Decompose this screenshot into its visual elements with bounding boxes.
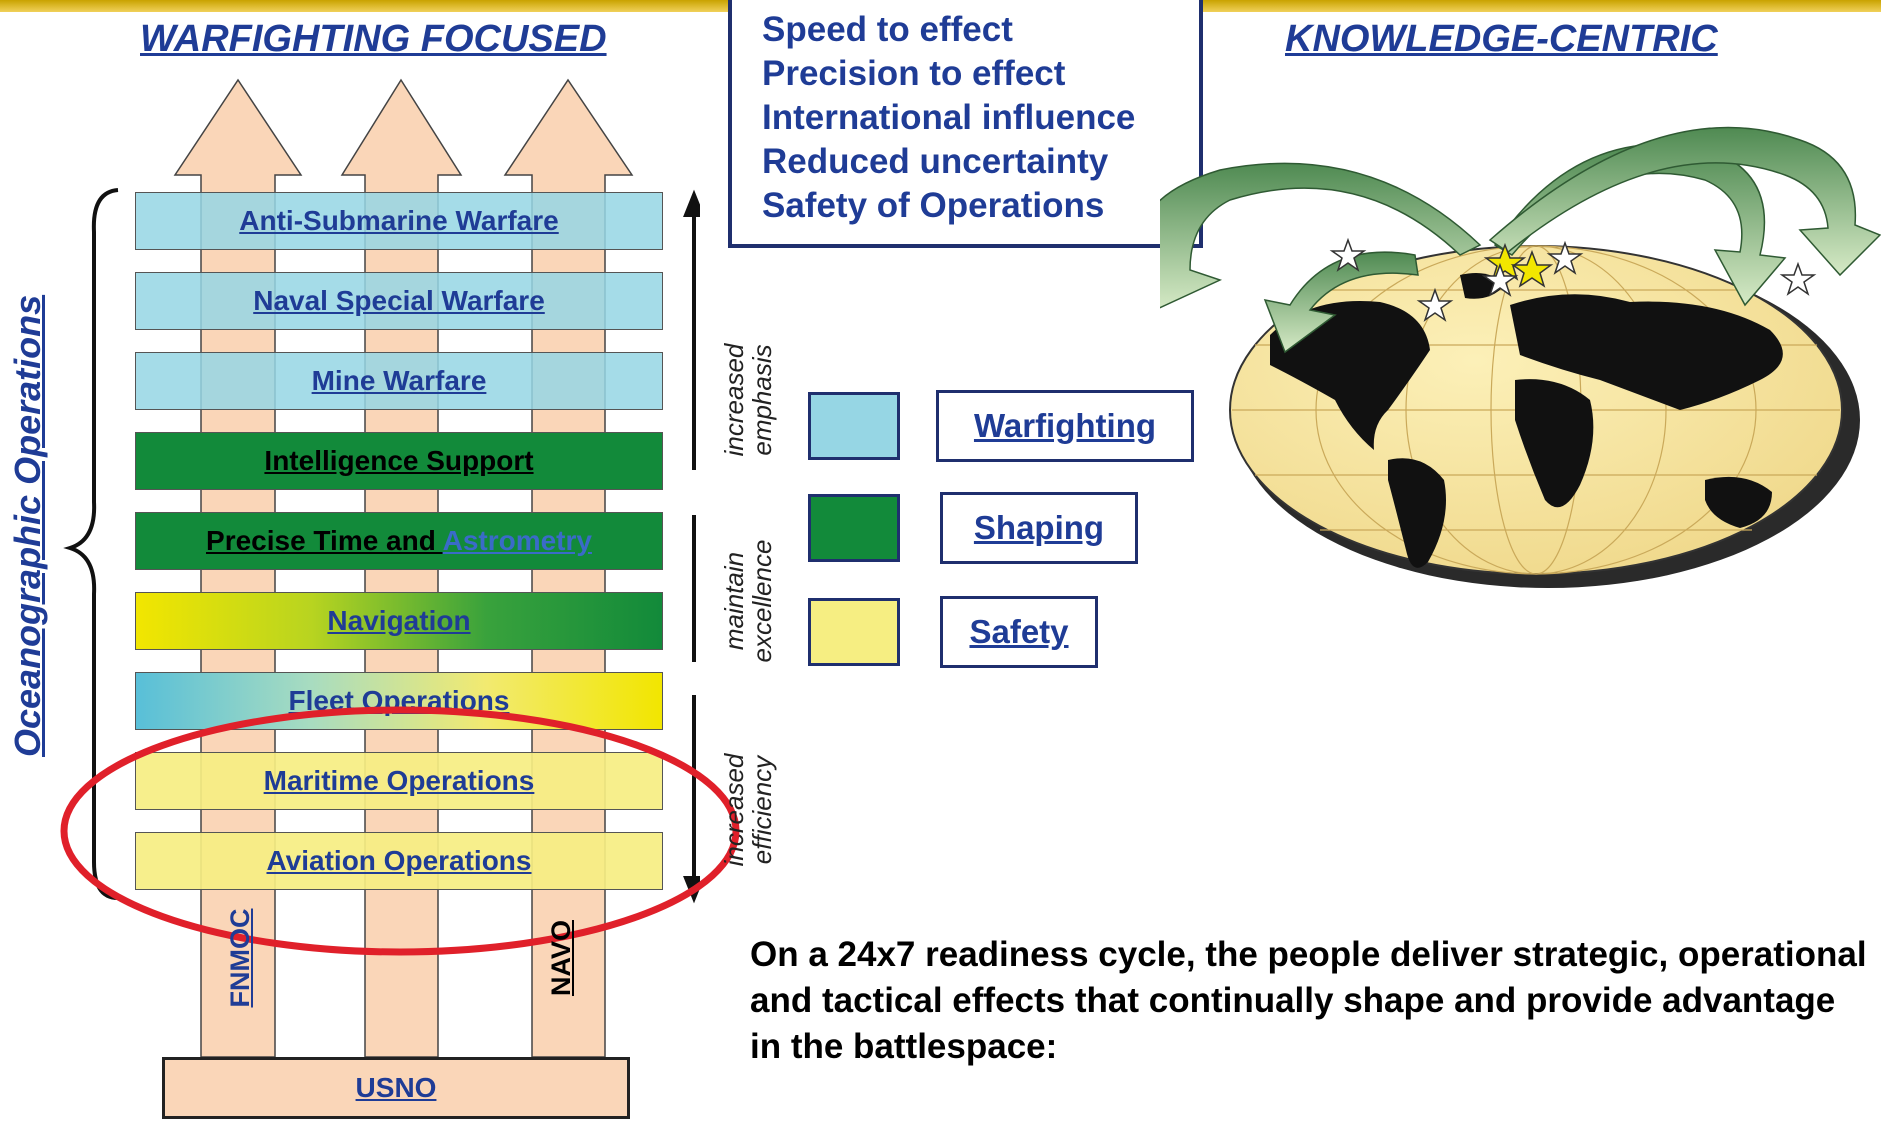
bar-label: Maritime Operations	[263, 765, 535, 796]
bar-label: Intelligence Support	[264, 445, 534, 476]
bar-fleet-operations[interactable]: Fleet Operations	[135, 672, 663, 730]
curly-brace	[63, 188, 119, 900]
usno-box[interactable]: USNO	[162, 1057, 630, 1119]
side-line: emphasis	[747, 344, 777, 456]
star-icon	[1510, 249, 1554, 288]
bar-label: Fleet Operations	[288, 685, 510, 716]
star-icon	[1481, 262, 1519, 297]
star-icon	[1546, 240, 1584, 275]
legend-swatch-safety	[808, 598, 900, 666]
increased-efficiency-label: increased efficiency	[719, 730, 780, 890]
increased-emphasis-label: increased emphasis	[719, 320, 780, 480]
legend-swatch-shaping	[808, 494, 900, 562]
bar-naval-special-warfare[interactable]: Naval Special Warfare	[135, 272, 663, 330]
star-icon	[1416, 287, 1454, 322]
star-markers	[1329, 237, 1817, 322]
side-line: excellence	[747, 539, 777, 663]
bar-label: Naval Special Warfare	[253, 285, 545, 316]
legend-safety[interactable]: Safety	[940, 596, 1098, 668]
continents	[1270, 272, 1783, 568]
bar-precise-time-astrometry[interactable]: Precise Time and Astrometry	[135, 512, 663, 570]
globe-illustration	[1160, 126, 1881, 588]
bar-label: Mine Warfare	[311, 365, 487, 396]
bar-mine-warfare[interactable]: Mine Warfare	[135, 352, 663, 410]
fnmoc-label: FNMOC	[225, 908, 255, 1008]
bar-label: Aviation Operations	[266, 845, 532, 876]
bar-aviation-operations[interactable]: Aviation Operations	[135, 832, 663, 890]
description-text: On a 24x7 readiness cycle, the people de…	[750, 935, 1867, 1066]
effect-item: Precision to effect	[762, 54, 1066, 93]
legend-warfighting[interactable]: Warfighting	[936, 390, 1194, 462]
side-line: maintain	[719, 551, 749, 651]
bar-intelligence-support[interactable]: Intelligence Support	[135, 432, 663, 490]
effect-item: Safety of Operations	[762, 186, 1105, 225]
effect-item: International influence	[762, 98, 1136, 137]
knowledge-centric-header: KNOWLEDGE-CENTRIC	[1285, 18, 1718, 60]
bar-navigation[interactable]: Navigation	[135, 592, 663, 650]
star-icon	[1483, 242, 1527, 281]
bar-label: Anti-Submarine Warfare	[239, 205, 559, 236]
effects-box: Speed to effect Precision to effect Inte…	[728, 0, 1203, 248]
bar-label-part-a: Precise Time and	[206, 525, 443, 556]
legend-swatch-warfighting	[808, 392, 900, 460]
influence-arcs	[1160, 126, 1881, 354]
bar-anti-submarine-warfare[interactable]: Anti-Submarine Warfare	[135, 192, 663, 250]
efficiency-arrowhead	[683, 876, 700, 904]
bar-label: Navigation	[327, 605, 471, 636]
bar-maritime-operations[interactable]: Maritime Operations	[135, 752, 663, 810]
warfighting-focused-header: WARFIGHTING FOCUSED	[140, 18, 607, 60]
side-line: increased	[719, 753, 749, 867]
legend-shaping[interactable]: Shaping	[940, 492, 1138, 564]
effect-item: Speed to effect	[762, 10, 1013, 49]
navo-label: NAVO	[546, 920, 576, 997]
side-line: increased	[719, 343, 749, 457]
maintain-excellence-label: maintain excellence	[719, 521, 780, 681]
bar-label: Precise Time and Astrometry	[206, 525, 592, 557]
star-icon	[1779, 261, 1817, 296]
star-icon	[1329, 237, 1367, 272]
emphasis-arrowhead	[683, 189, 700, 217]
usno-label: USNO	[355, 1072, 437, 1103]
effect-item: Reduced uncertainty	[762, 142, 1109, 181]
bar-label-part-b: Astrometry	[442, 525, 592, 556]
side-line: efficiency	[747, 755, 777, 865]
oceanographic-operations-label: Oceanographic Operations	[7, 294, 48, 757]
